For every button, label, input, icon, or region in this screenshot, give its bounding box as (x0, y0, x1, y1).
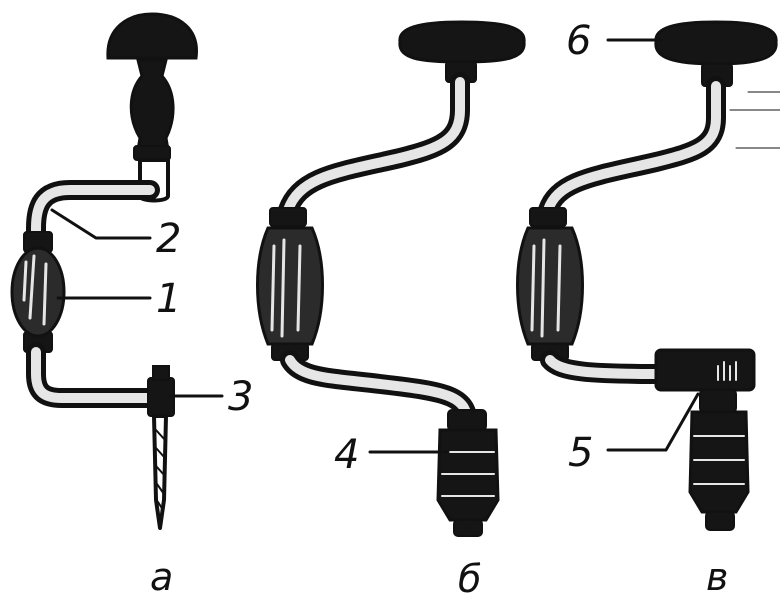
chuck-collar-b (447, 409, 487, 431)
chuck-c (688, 410, 750, 514)
head-knob-b (398, 20, 526, 64)
captions: а б в (150, 555, 728, 601)
ferrule-c-top (529, 207, 567, 227)
ferrule-b-top (269, 207, 307, 227)
brace-b (256, 20, 526, 537)
chuck-collar-c (699, 389, 737, 413)
label-1: 1 (156, 276, 181, 322)
label-2: 2 (156, 216, 181, 262)
grip-handle-a (10, 246, 66, 338)
caption-c: в (706, 555, 728, 599)
chuck-tip-b (453, 519, 483, 537)
lower-crank-a (26, 342, 160, 408)
part-labels: 2 1 3 4 5 6 (156, 18, 593, 478)
leader-5 (606, 392, 700, 452)
brace-c (516, 20, 780, 531)
label-3: 3 (228, 374, 253, 420)
chuck-tip-c (705, 511, 735, 531)
label-6: 6 (566, 18, 591, 64)
crank-a (26, 180, 160, 262)
head-knob-a (106, 12, 198, 60)
grip-handle-b (256, 226, 324, 346)
head-knob-c (654, 20, 778, 66)
top-handle-a (129, 58, 175, 152)
grip-handle-c (516, 226, 584, 346)
caption-b: б (458, 557, 481, 601)
caption-a: а (150, 555, 173, 599)
leader-lines (50, 38, 700, 454)
ratchet-housing-c (654, 348, 756, 392)
drill-bit-a (152, 414, 168, 530)
label-4: 4 (334, 432, 359, 478)
leader-2 (50, 208, 152, 240)
label-5: 5 (568, 430, 593, 476)
top-ferrule-a (133, 145, 171, 161)
brace-a (10, 12, 198, 530)
